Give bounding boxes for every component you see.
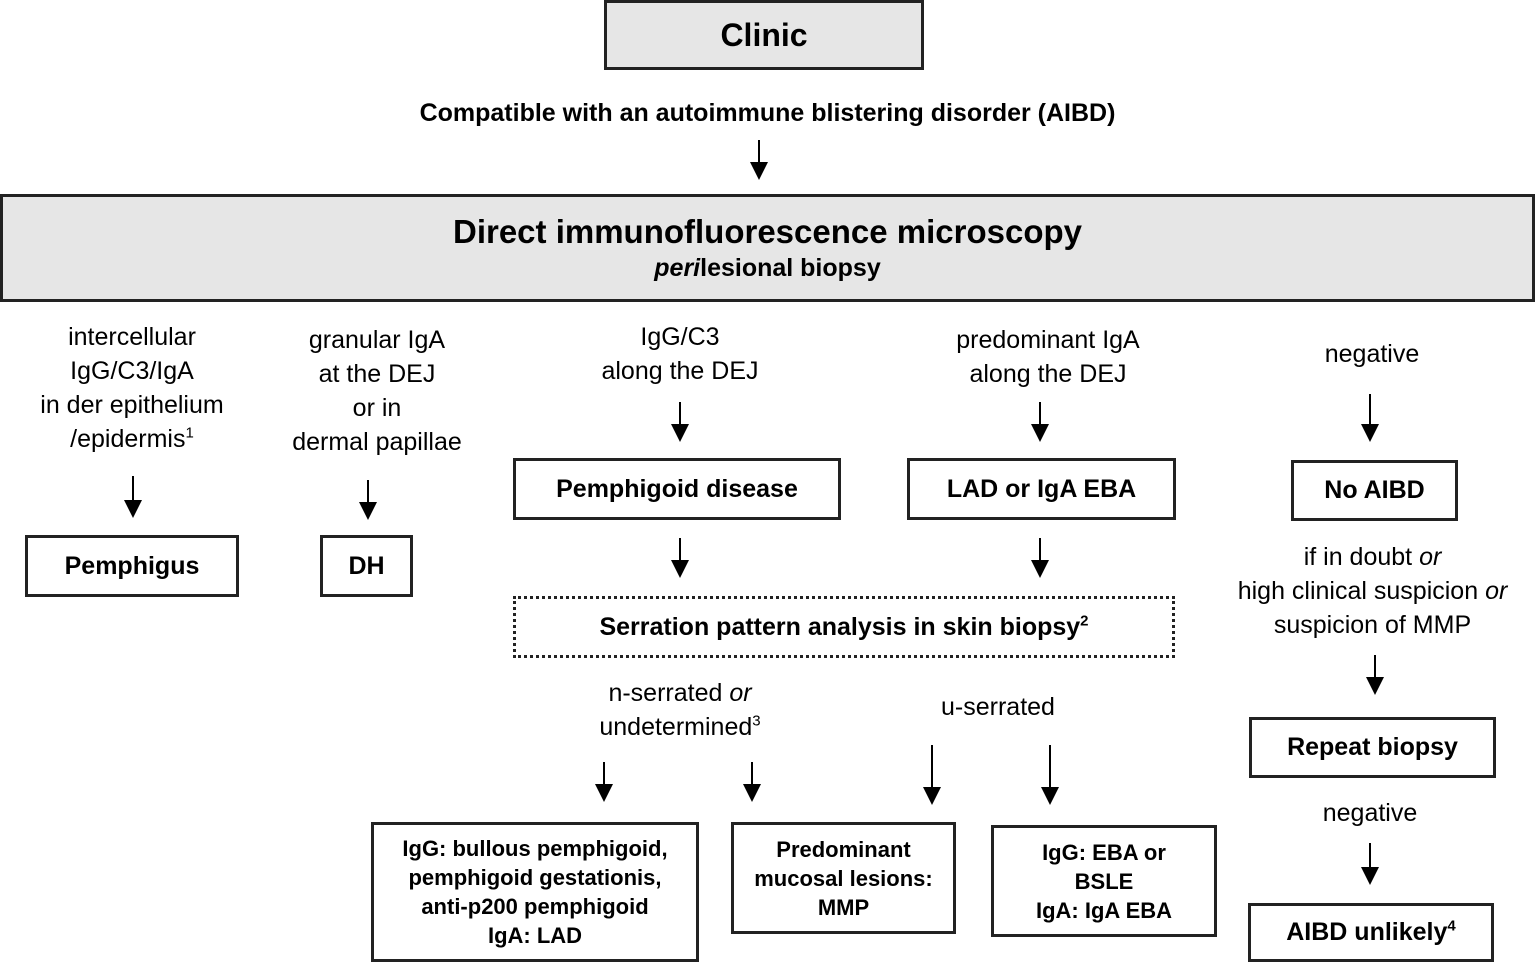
n-serrated-label: n-serrated: [608, 679, 730, 707]
finding-intercellular: intercellular IgG/C3/IgA in der epitheli…: [12, 320, 252, 456]
pemphigus-label: Pemphigus: [64, 551, 200, 580]
arrow-down-icon: [120, 476, 146, 518]
doubt-label: suspicion of MMP: [1273, 611, 1472, 639]
dif-box: Direct immunofluorescence microscopy per…: [0, 194, 1535, 302]
aibd-unlikely-label: AIBD unlikely: [1286, 918, 1448, 946]
outcome-line: BSLE: [1074, 868, 1134, 894]
arrow-down-icon: [1357, 843, 1383, 885]
or-word: or: [1485, 577, 1508, 605]
u-serrated-text: u-serrated: [941, 693, 1055, 721]
or-word: or: [1419, 543, 1442, 571]
dh-box: DH: [320, 535, 413, 597]
dif-title: Direct immunofluorescence microscopy: [452, 213, 1083, 250]
finding-line: at the DEJ: [318, 360, 436, 388]
finding-granular: granular IgA at the DEJ or in dermal pap…: [262, 323, 492, 459]
finding-line: predominant IgA: [956, 326, 1140, 354]
serration-box: Serration pattern analysis in skin biops…: [513, 596, 1175, 658]
mmp-box: Predominant mucosal lesions: MMP: [731, 822, 956, 934]
repeat-biopsy-box: Repeat biopsy: [1249, 717, 1496, 778]
dif-subtitle-rest: lesional biopsy: [700, 254, 881, 282]
arrow-down-icon: [1357, 394, 1383, 442]
footnote-mark: 3: [752, 712, 761, 730]
doubt-line: if in doubt or: [1210, 540, 1535, 574]
doubt-line: suspicion of MMP: [1210, 608, 1535, 642]
footnote-mark: 4: [1447, 917, 1456, 935]
footnote-mark: 2: [1080, 612, 1089, 630]
finding-line: along the DEJ: [969, 360, 1127, 388]
lad-label: LAD or IgA EBA: [946, 474, 1137, 503]
compatible-text: Compatible with an autoimmune blistering…: [419, 99, 1116, 127]
repeat-biopsy-label: Repeat biopsy: [1287, 733, 1458, 761]
n-serrated-text: n-serrated or undetermined3: [560, 676, 800, 744]
arrow-down-icon: [1362, 655, 1388, 695]
finding-line: along the DEJ: [601, 357, 759, 385]
finding-line: IgG/C3: [640, 323, 720, 351]
arrow-down-icon: [746, 140, 772, 180]
arrow-down-icon: [1037, 745, 1063, 805]
arrow-down-icon: [1027, 538, 1053, 578]
clinic-label: Clinic: [720, 16, 808, 53]
finding-line: granular IgA: [308, 326, 446, 354]
clinic-box: Clinic: [604, 0, 924, 70]
outcome-line: anti-p200 pemphigoid: [421, 894, 649, 919]
finding-iga: predominant IgA along the DEJ: [920, 323, 1176, 391]
arrow-down-icon: [355, 480, 381, 520]
bp-box: IgG: bullous pemphigoid, pemphigoid gest…: [371, 822, 699, 962]
finding-line: dermal papillae: [292, 428, 462, 456]
doubt-text: if in doubt or high clinical suspicion o…: [1210, 540, 1535, 642]
aibd-unlikely-text: AIBD unlikely4: [1286, 918, 1456, 947]
eba-box: IgG: EBA or BSLE IgA: IgA EBA: [991, 825, 1217, 937]
finding-line: intercellular: [68, 323, 196, 351]
outcome-line: IgA: LAD: [487, 923, 583, 948]
pemphigoid-label: Pemphigoid disease: [556, 474, 798, 503]
outcome-line: IgG: bullous pemphigoid,: [402, 836, 668, 861]
finding-line: /epidermis1: [12, 422, 252, 456]
lad-box: LAD or IgA EBA: [907, 458, 1176, 520]
outcome-line: Predominant: [776, 836, 911, 862]
arrow-down-icon: [919, 745, 945, 805]
outcome-line: MMP: [817, 894, 870, 920]
finding-line: or in: [352, 394, 402, 422]
pemphigoid-box: Pemphigoid disease: [513, 458, 841, 520]
aibd-unlikely-box: AIBD unlikely4: [1248, 903, 1494, 962]
n-serrated-line1: n-serrated or: [560, 676, 800, 710]
pemphigus-box: Pemphigus: [25, 535, 239, 597]
finding-line: IgG/C3/IgA: [70, 357, 194, 385]
outcome-line: IgG: EBA or: [1042, 839, 1166, 865]
doubt-label: high clinical suspicion: [1237, 577, 1486, 605]
serration-label: Serration pattern analysis in skin biops…: [599, 612, 1081, 641]
serration-text: Serration pattern analysis in skin biops…: [599, 613, 1088, 642]
arrow-down-icon: [739, 762, 765, 802]
arrow-down-icon: [1027, 402, 1053, 442]
dh-label: DH: [348, 551, 385, 580]
finding-text: /epidermis: [70, 425, 186, 453]
outcome-line: mucosal lesions:: [754, 865, 933, 891]
arrow-down-icon: [667, 538, 693, 578]
doubt-label: if in doubt: [1303, 543, 1420, 571]
negative-text: negative: [1324, 340, 1420, 368]
negative-2-text: negative: [1322, 799, 1418, 827]
finding-line: in der epithelium: [40, 391, 224, 419]
or-word: or: [729, 679, 752, 707]
no-aibd-label: No AIBD: [1324, 476, 1425, 504]
arrow-down-icon: [591, 762, 617, 802]
n-serrated-line2: undetermined3: [560, 710, 800, 744]
outcome-line: pemphigoid gestationis,: [408, 865, 662, 890]
dif-subtitle-italic: peri: [654, 254, 701, 282]
doubt-line: high clinical suspicion or: [1210, 574, 1535, 608]
dif-subtitle: perilesional biopsy: [654, 252, 880, 284]
finding-igg-c3: IgG/C3 along the DEJ: [560, 320, 800, 388]
outcome-line: IgA: IgA EBA: [1035, 897, 1173, 923]
no-aibd-box: No AIBD: [1291, 460, 1458, 521]
undetermined-label: undetermined: [599, 713, 753, 741]
arrow-down-icon: [667, 402, 693, 442]
footnote-mark: 1: [185, 424, 194, 442]
